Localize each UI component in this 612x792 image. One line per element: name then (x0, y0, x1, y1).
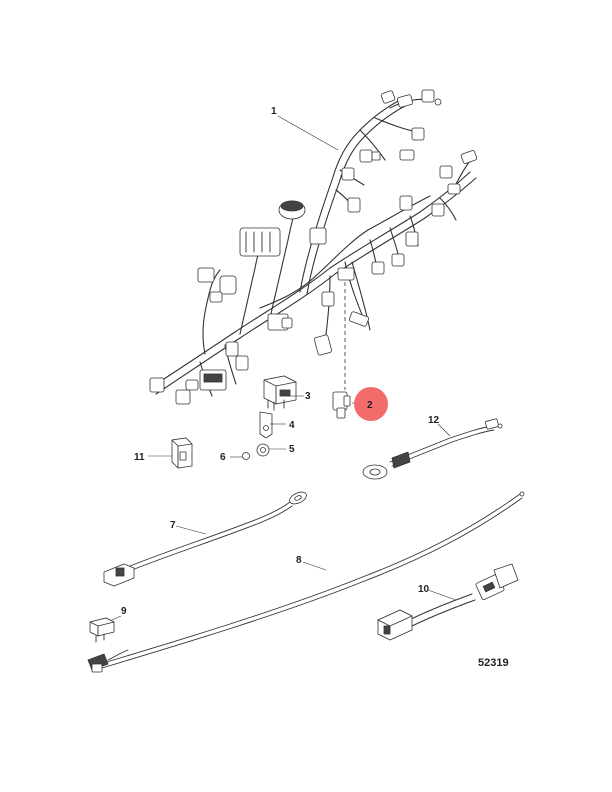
part-7-cable[interactable] (103, 490, 308, 587)
callout-12: 12 (428, 415, 440, 426)
figure-number: 52319 (478, 657, 509, 669)
part-2-connector[interactable] (332, 282, 351, 419)
callout-leaders (111, 115, 457, 621)
callout-7: 7 (170, 520, 176, 531)
callout-6: 6 (220, 452, 226, 463)
part-10-extension-harness[interactable] (377, 563, 519, 641)
callout-1: 1 (271, 106, 277, 117)
part-8-cable[interactable] (87, 491, 525, 673)
callout-11: 11 (134, 452, 145, 463)
harness-connectors (149, 89, 478, 405)
part-9-fuse[interactable] (89, 617, 115, 643)
callout-8: 8 (296, 555, 302, 566)
part-11-connector[interactable] (171, 437, 193, 469)
main-harness[interactable] (149, 98, 477, 397)
callout-9: 9 (121, 606, 127, 617)
callout-4: 4 (289, 420, 295, 431)
callout-10: 10 (418, 584, 430, 595)
callout-labels: 1 2 3 4 5 6 7 8 9 10 11 12 52319 (121, 106, 509, 669)
callout-2-highlight[interactable] (354, 387, 388, 421)
part-3-relay[interactable] (263, 375, 297, 411)
callout-2[interactable]: 2 (367, 400, 373, 411)
callout-3: 3 (305, 391, 311, 402)
part-6-plug[interactable] (242, 452, 250, 460)
callout-5: 5 (289, 444, 295, 455)
part-4-bracket[interactable] (259, 411, 273, 439)
part-12-ground-wire[interactable] (362, 418, 503, 480)
part-5-grommet[interactable] (256, 443, 270, 457)
